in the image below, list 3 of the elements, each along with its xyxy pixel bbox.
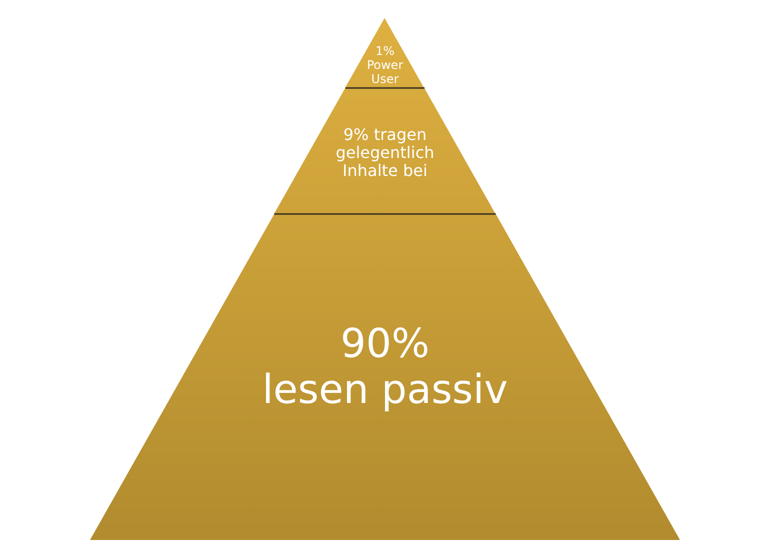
- tier-label: 90% lesen passiv: [261, 321, 509, 413]
- tier-label: 1% Power User: [366, 45, 404, 86]
- tier-label: 9% tragen gelegentlich Inhalte bei: [334, 126, 436, 181]
